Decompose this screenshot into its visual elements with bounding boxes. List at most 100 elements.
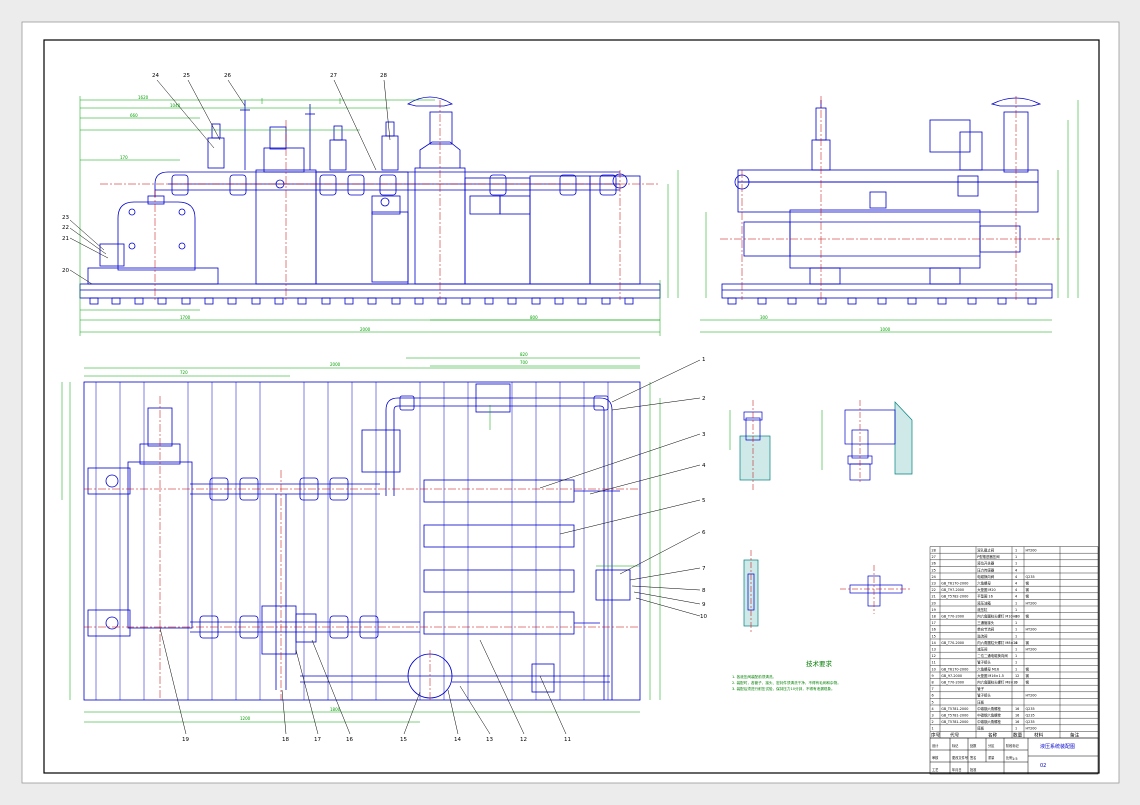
bom-cell-name: 中碳钢六角螺栓 (977, 719, 1001, 724)
svg-text:170: 170 (120, 155, 128, 160)
bom-cell-qty: 4 (1015, 575, 1017, 579)
bom-cell-no: 5 (932, 700, 934, 704)
callout-7: 7 (702, 566, 706, 572)
callout-17: 17 (314, 737, 321, 743)
bom-cell-name: 内六角圆柱头螺钉 M8×25 (977, 640, 1017, 645)
bom-cell-material: Q235 (1026, 720, 1035, 724)
callout-8: 8 (702, 588, 706, 594)
bom-cell-name: 内六角圆柱头螺钉 M10×30 (977, 614, 1020, 619)
title-block-text: 液压系统装配图 02 1:5 设计 审核 工艺 批准 阶段标记 重量 比例 标记… (932, 743, 1075, 772)
callout-18: 18 (282, 737, 289, 743)
label-process: 工艺 (932, 767, 938, 772)
bom-cell-qty: 16 (1015, 714, 1019, 718)
label-approve: 批准 (970, 767, 977, 772)
label-review: 审核 (932, 755, 939, 760)
bom-cell-code: GB_97-2000 (941, 674, 962, 678)
bom-cell-no: 3 (932, 714, 934, 718)
callout-15: 15 (400, 737, 407, 743)
callout-11: 11 (564, 737, 571, 743)
label-count: 处数 (970, 743, 977, 748)
bom-cell-no: 18 (932, 615, 936, 619)
top-centerlines (84, 396, 640, 700)
detail-b (821, 400, 913, 484)
bom-cell-no: 17 (932, 621, 936, 625)
svg-text:660: 660 (130, 113, 138, 118)
bom-cell-code: GB_T5781-2000 (941, 714, 968, 718)
bom-cell-material: 钢 (1026, 581, 1030, 586)
callout-28: 28 (380, 73, 387, 79)
bom-cell-name: 压板 (977, 699, 984, 704)
bom-cell-code: GB_T70-2000 (941, 615, 964, 619)
bom-cell-name: 液压油箱 (977, 600, 991, 605)
bom-cell-qty: 1 (1015, 654, 1017, 658)
bom-header-cell: 序号 (931, 732, 941, 739)
callout-5: 5 (702, 498, 706, 504)
bom-cell-no: 15 (932, 634, 936, 638)
callout-4: 4 (702, 463, 706, 469)
front-callout-labels: 24 25 26 27 28 23 22 21 20 (62, 73, 387, 274)
bom-cell-code: GB_T5782-2000 (941, 595, 968, 599)
callout-3: 3 (702, 432, 706, 438)
main-pipe (154, 171, 620, 197)
bom-cell-no: 10 (932, 667, 936, 671)
detail-a (729, 400, 771, 490)
bom-cell-qty: 1 (1015, 621, 1017, 625)
bom-cell-qty: 16 (1015, 720, 1019, 724)
paper (21, 21, 1120, 784)
label-mark: 标记 (952, 743, 959, 748)
bom-cell-no: 20 (932, 601, 936, 605)
callout-22: 22 (62, 225, 69, 231)
top-callouts (159, 359, 701, 735)
bom-cell-material: 钢 (1026, 640, 1030, 645)
front-dimensions (79, 96, 679, 336)
bom-cell-name: 减压阀 (977, 647, 988, 652)
bom-cell-name: P型推进器压阀 (977, 554, 1000, 559)
bom-cell-name: 双孔截止阀 (977, 548, 995, 553)
bom-header-cell: 备注 (1070, 732, 1080, 739)
bom-header-cell: 名称 (988, 732, 998, 739)
right-callout-labels: 1 2 3 4 5 6 7 8 9 10 (700, 357, 707, 620)
bom-cell-name: 管子接头 (977, 693, 991, 698)
bom-cell-no: 21 (932, 595, 936, 599)
bom-cell-qty: 12 (1015, 674, 1019, 678)
bom-cell-name: 液位开关器 (977, 561, 995, 566)
bom-cell-material: Q235 (1026, 714, 1035, 718)
return-loop (385, 397, 600, 496)
tech-req-line-3: 3. 装配后须进行耐压试验，保持压力10分钟，不得有泄漏现象。 (732, 686, 835, 691)
svg-text:700: 700 (520, 360, 528, 365)
bom-cell-no: 6 (932, 694, 934, 698)
bom-cell-name: 平垫圈 16 (977, 594, 993, 599)
bom-cell-qty: 1 (1015, 549, 1017, 553)
bom-cell-qty: 1 (1015, 727, 1017, 731)
bom-cell-name: 电磁换向阀 (977, 574, 995, 579)
tech-req-line-2: 2. 装配时，各管子、接头、密封件须清洗干净，不得有毛刺和杂物。 (732, 680, 841, 685)
callout-16: 16 (346, 737, 353, 743)
callout-2: 2 (702, 396, 706, 402)
svg-text:1700: 1700 (180, 315, 191, 320)
bom-cell-code: GB_T6170-2000 (941, 667, 968, 671)
bom-cell-name: 压力传感器 (977, 567, 995, 572)
bom-cell-material: 钢 (1026, 594, 1030, 599)
label-weight: 重量 (988, 755, 995, 760)
callout-12: 12 (520, 737, 527, 743)
bom-cell-qty: 4 (1015, 641, 1017, 645)
bom-cell-material: 钢 (1026, 614, 1030, 619)
bom-cell-no: 26 (932, 562, 936, 566)
base-bolts (89, 297, 634, 305)
bom-cell-name: 大垫圈 M20 (977, 587, 996, 592)
bom-cell-no: 23 (932, 582, 936, 586)
callout-26: 26 (224, 73, 231, 79)
bom-cell-qty: 1 (1015, 628, 1017, 632)
callout-20: 20 (62, 268, 69, 274)
bom-cell-name: 内六角圆柱头螺钉 M8×30 (977, 680, 1017, 685)
bom-cell-material: HT200 (1026, 601, 1037, 605)
bom-cell-material: 钢 (1026, 666, 1030, 671)
side-centerlines (720, 96, 1060, 300)
callout-1: 1 (702, 357, 706, 363)
bom-cell-qty: 4 (1015, 582, 1017, 586)
svg-text:1200: 1200 (240, 716, 251, 721)
front-centerlines (100, 100, 660, 300)
bom-cell-qty: 1 (1015, 562, 1017, 566)
